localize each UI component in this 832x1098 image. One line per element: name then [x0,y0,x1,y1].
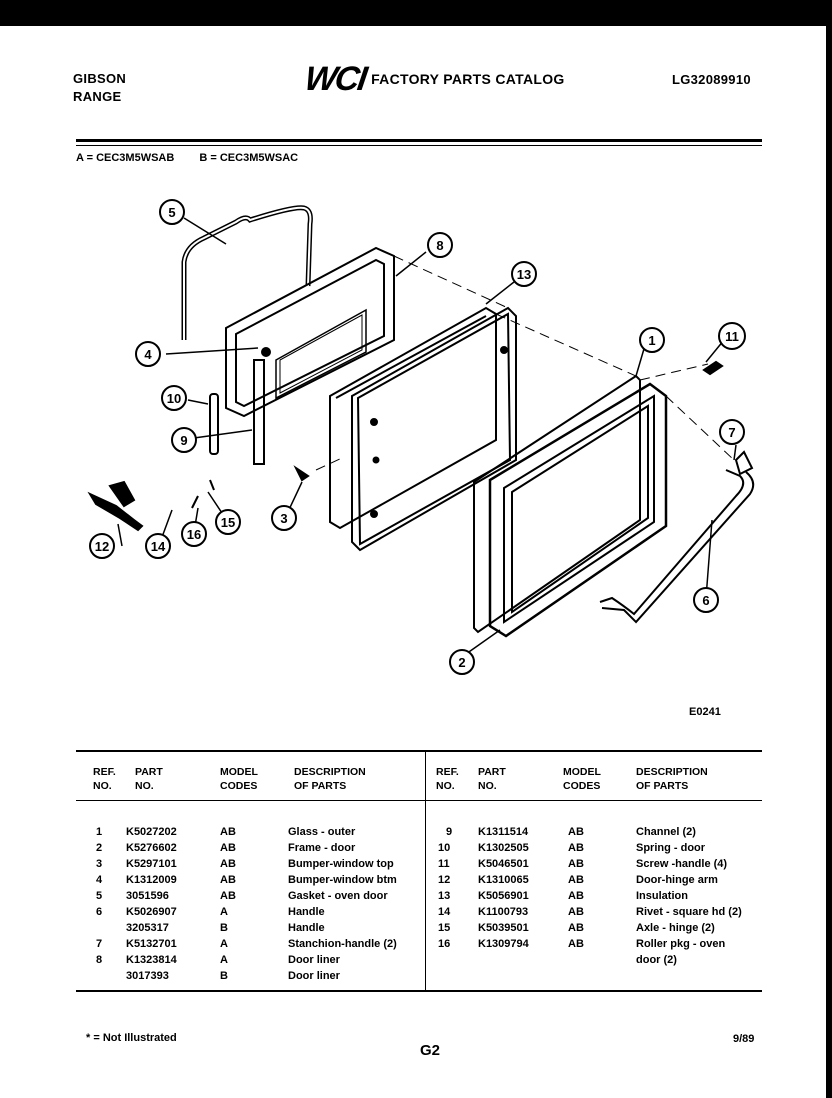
callout-9: 9 [180,433,187,448]
footnote: * = Not Illustrated [86,1032,177,1044]
header-part-right: PART NO. [478,766,506,792]
callout-7: 7 [728,425,735,440]
catalog-heading: WCI FACTORY PARTS CATALOG [302,60,565,98]
model-legend: A = CEC3M5WSAB B = CEC3M5WSAC [76,152,320,164]
glass-panel-part [351,306,517,552]
insulation-part [329,306,497,530]
header-rule [76,139,762,142]
exploded-diagram: 5 8 13 1 11 4 10 9 7 3 15 16 14 12 2 6 [87,199,755,675]
product-name: RANGE [73,89,122,104]
figure-code: E0241 [689,706,721,718]
catalog-title: FACTORY PARTS CATALOG [371,71,565,87]
callout-2: 2 [458,655,465,670]
rivet-part-2 [191,495,199,509]
header-model-right: MODEL CODES [563,766,601,792]
wci-logo: WCI [302,60,368,98]
callout-4: 4 [144,347,152,362]
hinge-arm-part [87,480,144,532]
brand-name: GIBSON [73,71,127,86]
brand-block: GIBSON RANGE [73,70,126,106]
header-desc-right: DESCRIPTION OF PARTS [636,766,708,792]
table-top-rule [76,750,762,752]
callout-3: 3 [280,511,287,526]
table-header-rule [76,800,762,801]
callout-5: 5 [168,205,175,220]
revision-date: 9/89 [733,1033,755,1045]
model-b: B = CEC3M5WSAC [199,152,299,164]
callout-1: 1 [648,333,655,348]
header-rule-thin [76,145,762,146]
spring-part [209,393,219,455]
model-a: A = CEC3M5WSAB [76,152,175,164]
top-border [0,0,832,26]
right-border [826,0,832,1098]
rivet-part [209,479,215,491]
callout-13: 13 [517,267,531,282]
header-ref-right: REF. NO. [436,766,459,792]
header-ref-left: REF. NO. [93,766,116,792]
page-number: G2 [420,1042,441,1059]
callout-12: 12 [95,539,109,554]
table-row: door (2) [636,954,677,966]
gasket-part [181,205,313,340]
door-frame-part [473,374,668,638]
document-number: LG32089910 [672,72,751,87]
handle-screw-part [702,360,724,376]
table-divider [425,752,426,990]
screw-part [293,465,310,482]
callout-16: 16 [187,527,201,542]
callout-8: 8 [436,238,443,253]
callout-15: 15 [221,515,235,530]
header-desc-left: DESCRIPTION OF PARTS [294,766,366,792]
header-model-left: MODEL CODES [220,766,258,792]
channel-part [253,359,265,465]
callout-10: 10 [167,391,181,406]
door-liner-part [225,246,395,418]
callout-11: 11 [725,329,739,344]
callout-6: 6 [702,593,709,608]
handle-part [599,450,755,624]
table-bottom-rule [76,990,762,992]
header-part-left: PART NO. [135,766,163,792]
callout-14: 14 [151,539,166,554]
